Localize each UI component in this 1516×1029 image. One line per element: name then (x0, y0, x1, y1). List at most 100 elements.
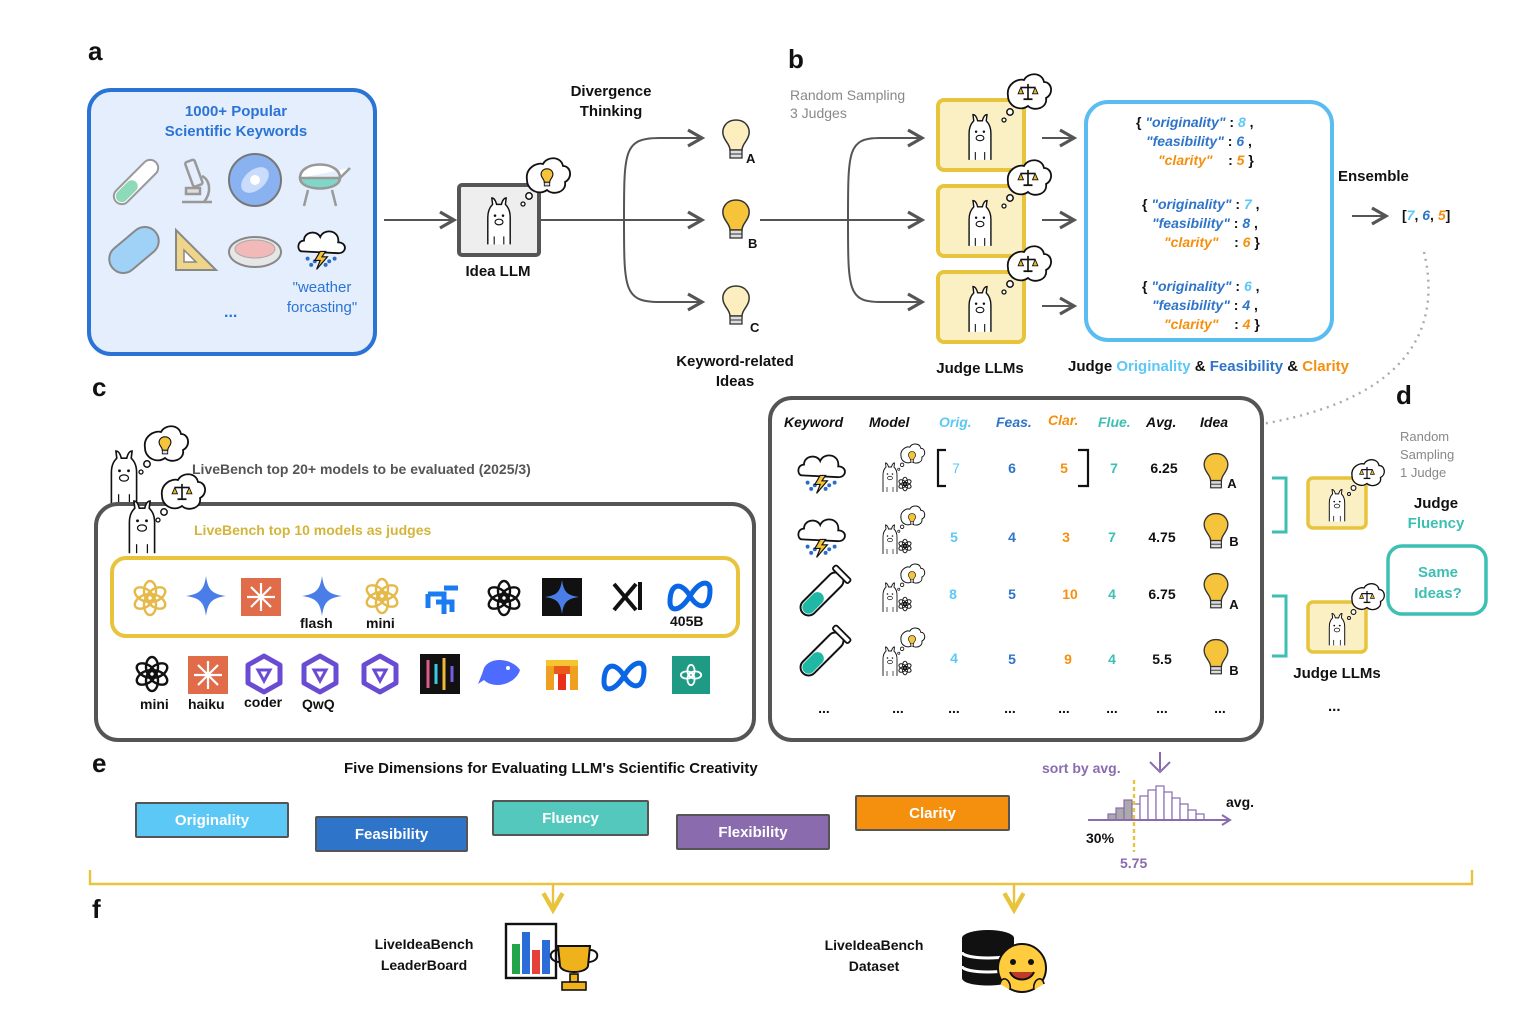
row4-orig: 4 (950, 650, 958, 666)
claude-logo-icon (241, 578, 281, 616)
claude-haiku-logo-icon (188, 656, 228, 694)
row3-idea: A (1229, 597, 1239, 612)
judge-llms-d-label: Judge LLMs (1293, 665, 1381, 682)
header-orig: Orig. (939, 414, 972, 430)
header-flue: Flue. (1098, 414, 1131, 430)
row3-flue: 4 (1108, 586, 1116, 602)
microscope-icon (182, 158, 212, 204)
row2-flue: 7 (1108, 529, 1116, 545)
coder-label: coder (244, 694, 283, 710)
haiku-label: haiku (188, 696, 225, 712)
flash-label: flash (300, 615, 333, 631)
ellipsis-avg: ... (1156, 700, 1168, 716)
random-sampling-1-judge: Random Sampling 1 Judge (1400, 429, 1455, 480)
ellipsis-feas: ... (1004, 700, 1016, 716)
header-model: Model (869, 414, 910, 430)
row2-idea: B (1229, 534, 1239, 549)
petri-dish-icon (228, 236, 282, 268)
trophy-icon (549, 945, 599, 991)
row4-idea: B (1229, 663, 1239, 678)
row3-clar: 10 (1062, 586, 1078, 602)
leaderboard-label: LiveIdeaBench LeaderBoard (374, 936, 474, 973)
ensemble-result: [7, 6, 5] (1402, 207, 1451, 223)
random-sampling-3-judges: Random Sampling 3 Judges (790, 87, 906, 121)
header-clar: Clar. (1048, 412, 1079, 428)
row3-orig: 8 (949, 586, 957, 602)
panel-f-label: f (92, 894, 101, 924)
weather-keyword: "weather forcasting" (286, 279, 358, 316)
ellipsis-keyword: ... (818, 700, 830, 716)
top20-models-label: LiveBench top 20+ models to be evaluated… (192, 461, 531, 477)
header-keyword: Keyword (784, 414, 844, 430)
ellipsis-idea: ... (1214, 700, 1226, 716)
judge-llm-1-icon (936, 73, 1052, 172)
keyword-ideas-label: Keyword-related Ideas (676, 353, 794, 390)
idea-c-bulb-icon (722, 285, 750, 325)
ensemble-label: Ensemble (1338, 168, 1409, 185)
row1-clar: 5 (1060, 460, 1068, 476)
divergence-thinking-label: Divergence Thinking (570, 83, 652, 120)
gemini-pro-logo-icon (542, 578, 582, 616)
mistral-logo-icon (546, 660, 578, 690)
threshold-label: 5.75 (1120, 855, 1148, 871)
row1-flue: 7 (1110, 460, 1118, 476)
judge-fluency-label: Judge Fluency (1407, 495, 1465, 532)
evaluated-alpaca-icon (110, 450, 138, 505)
dimension-flexibility: Flexibility (676, 814, 830, 850)
mini-judge-label: mini (366, 615, 395, 631)
ruler-icon (175, 227, 219, 271)
row1-feas: 6 (1008, 460, 1016, 476)
panel-a-label: a (88, 36, 103, 66)
bacteria-icon (108, 226, 160, 274)
panel-e-label: e (92, 748, 107, 778)
test-tube-icon (112, 158, 160, 206)
ellipsis-clar: ... (1058, 700, 1070, 716)
panel-d-label: d (1396, 380, 1412, 410)
idea-llm-alpaca-icon (487, 197, 511, 246)
row1-avg: 6.25 (1150, 460, 1178, 476)
judge-score-3: { "originality" : 6 , "feasibility" : 4 … (1142, 278, 1260, 332)
header-idea: Idea (1200, 414, 1229, 430)
header-avg: Avg. (1146, 414, 1177, 430)
deepseek-step-logo-icon (425, 585, 458, 614)
row2-feas: 4 (1008, 529, 1016, 545)
row2-avg: 4.75 (1148, 529, 1176, 545)
row1-idea: A (1227, 476, 1237, 491)
flask-icon (298, 163, 351, 207)
sort-by-avg-label: sort by avg. (1042, 760, 1121, 776)
judge-score-1: { "originality" : 8 , "feasibility" : 6 … (1136, 114, 1254, 168)
dimension-fluency: Fluency (492, 800, 649, 836)
header-feas: Feas. (996, 414, 1032, 430)
405b-label: 405B (670, 613, 704, 629)
row4-clar: 9 (1064, 651, 1072, 667)
row2-orig: 5 (950, 529, 958, 545)
keywords-title: 1000+ Popular Scientific Keywords (164, 103, 308, 140)
percent-label: 30% (1086, 830, 1115, 846)
mixture-logo-icon (420, 654, 460, 694)
same-idea-judge-icon (1306, 582, 1385, 654)
idea-llm-label: Idea LLM (465, 263, 531, 280)
five-dimensions-title: Five Dimensions for Evaluating LLM's Sci… (344, 760, 758, 777)
bulb-b-label: B (748, 236, 758, 251)
leaderboard-chart-icon (504, 922, 558, 980)
keywords-ellipsis: ... (224, 304, 238, 321)
judge-llms-label: Judge LLMs (936, 360, 1024, 377)
row3-avg: 6.75 (1148, 586, 1176, 602)
histogram-bars (1107, 785, 1205, 821)
row4-avg: 5.5 (1152, 651, 1172, 667)
dimension-clarity: Clarity (855, 795, 1010, 831)
evaluated-thought-icon (138, 425, 189, 475)
dataset-label: LiveIdeaBench Dataset (824, 937, 924, 974)
bulb-c-label: C (750, 320, 760, 335)
dimension-originality: Originality (135, 802, 289, 838)
deepseek-whale-logo-icon (478, 659, 520, 685)
row3-feas: 5 (1008, 586, 1016, 602)
fluency-judge-icon (1306, 458, 1385, 530)
ellipsis-model: ... (892, 700, 904, 716)
xai-logo-icon (612, 582, 642, 612)
same-ideas-label: Same Ideas? (1414, 564, 1462, 602)
top10-judges-label: LiveBench top 10 models as judges (194, 522, 432, 538)
row4-flue: 4 (1108, 651, 1116, 667)
row2-clar: 3 (1062, 529, 1070, 545)
